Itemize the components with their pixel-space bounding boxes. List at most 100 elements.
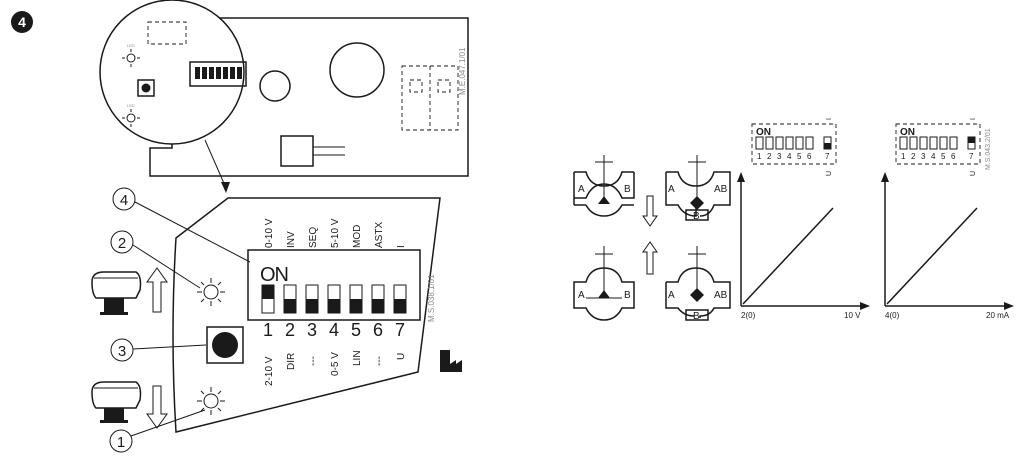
factory-icon <box>440 350 462 372</box>
valve-3way-bottom: A AB B <box>665 246 731 322</box>
svg-text:3: 3 <box>921 152 926 161</box>
top-label-1: 0-10 V <box>264 218 275 248</box>
valve-bottom-port-a: A <box>578 290 585 301</box>
dip-num-2: 2 <box>285 320 295 340</box>
panel-on-label: ON <box>260 264 288 286</box>
top-label-2: INV <box>286 231 297 248</box>
dip-mode-1-toggles <box>755 136 832 150</box>
dip-switch-7[interactable] <box>393 284 407 314</box>
valve-2way-bottom: A B <box>573 246 635 321</box>
valve-bottom-3-port-ab: AB <box>714 290 728 301</box>
led-top-icon <box>122 49 140 67</box>
panel-code: M.S.038.1/01 <box>427 274 436 322</box>
top-label-4: 5-10 V <box>330 218 341 248</box>
valve-3way-top: A AB B <box>665 155 731 222</box>
settings-panel: ON M.S.038.1/01 <box>172 197 441 433</box>
chart-voltage-x-end: 10 V <box>844 311 861 320</box>
chart-current-x-start: 4(0) <box>885 311 900 320</box>
valve-down-arrow-icon <box>642 195 658 227</box>
callout-2: 2 <box>110 230 201 289</box>
actuator-up-icon <box>91 271 142 315</box>
svg-text:3: 3 <box>777 152 782 161</box>
dip-switch-6[interactable] <box>371 284 385 314</box>
chart-current-line <box>886 207 978 305</box>
panel-dip-switch <box>261 284 407 314</box>
svg-text:4: 4 <box>120 192 128 209</box>
board-code: M.E.047.1/01 <box>458 47 467 95</box>
valve-top-3-port-b: B <box>693 211 700 222</box>
bottom-label-1: 2-10 V <box>264 356 275 386</box>
dip-mode-1-bottom-mark: U <box>826 171 833 176</box>
valve-top-3-port-ab: AB <box>714 184 728 195</box>
valve-top-port-a: A <box>578 184 585 195</box>
dip-num-7: 7 <box>395 320 405 340</box>
dip-mode-box-current: ON 1 2 3 4 5 6 7 I U <box>895 118 981 176</box>
chart-voltage: 2(0) 10 V <box>737 172 870 320</box>
chart-voltage-x-arrow <box>860 302 870 310</box>
valve-2way-top: A B <box>573 155 635 217</box>
dip-switch-1[interactable] <box>261 284 275 314</box>
svg-text:2: 2 <box>118 235 126 252</box>
chart-voltage-line <box>742 207 834 305</box>
panel-led-down-icon <box>197 387 225 415</box>
svg-text:4: 4 <box>931 152 936 161</box>
svg-text:1: 1 <box>901 152 906 161</box>
arrow-up-icon <box>146 267 168 313</box>
panel-led-up-icon <box>197 278 225 306</box>
top-label-3: SEQ <box>308 227 319 248</box>
callout-4: 4 <box>112 187 251 263</box>
dip-mode-1-on: ON <box>756 127 771 138</box>
mini-dip-toggles <box>195 67 242 79</box>
top-label-5: MOD <box>352 225 363 248</box>
step-badge-number: 4 <box>18 14 26 30</box>
dip-switch-numbers: 1 2 3 4 5 6 7 <box>263 320 405 340</box>
svg-text:1: 1 <box>117 434 125 451</box>
svg-text:4: 4 <box>787 152 792 161</box>
actuator-down-icon <box>91 381 142 423</box>
valve-top-3-port-a: A <box>668 184 675 195</box>
dip-mode-2-bottom-mark: U <box>970 171 977 176</box>
chart-current-x-arrow <box>1004 302 1014 310</box>
magnifier-circle: LED LED <box>99 0 247 145</box>
valve-top-port-b: B <box>624 184 631 195</box>
valve-bottom-port-b: B <box>624 290 631 301</box>
dip-num-6: 6 <box>373 320 383 340</box>
valve-bottom-3-port-b: B <box>693 311 700 322</box>
top-label-7: I <box>396 245 407 248</box>
chart-current: 4(0) 20 mA <box>881 172 1014 320</box>
bottom-label-5: LIN <box>352 350 363 366</box>
dip-top-labels: 0-10 V INV SEQ 5-10 V MOD ASTX I <box>264 218 407 248</box>
svg-text:7: 7 <box>825 152 830 161</box>
chart-voltage-x-start: 2(0) <box>741 311 756 320</box>
dip-switch-3[interactable] <box>305 284 319 314</box>
svg-text:2: 2 <box>767 152 772 161</box>
dip-mode-2-on: ON <box>900 127 915 138</box>
dip-num-5: 5 <box>351 320 361 340</box>
valve-up-arrow-icon <box>642 241 658 275</box>
dip-num-4: 4 <box>329 320 339 340</box>
callout-3: 3 <box>110 338 207 362</box>
led-bottom-label: LED <box>127 103 135 108</box>
dip-switch-4[interactable] <box>327 284 341 314</box>
panel-push-button[interactable] <box>206 326 244 364</box>
dip-mode-1-top-mark: I <box>826 118 833 120</box>
bottom-label-3: --- <box>308 356 319 366</box>
led-top-label: LED <box>127 43 135 48</box>
chart-current-x-end: 20 mA <box>986 311 1010 320</box>
chart-current-y-arrow <box>881 172 889 182</box>
arrow-down-icon <box>146 385 168 429</box>
callout-1: 1 <box>109 409 206 453</box>
dip-bottom-labels: 2-10 V DIR --- 0-5 V LIN --- U <box>264 350 407 386</box>
dip-switch-5[interactable] <box>349 284 363 314</box>
dip-mode-box-voltage: ON 1 2 3 4 5 6 7 I U <box>751 118 837 176</box>
bottom-label-2: DIR <box>286 353 297 370</box>
led-bottom-icon <box>122 109 140 127</box>
bottom-label-4: 0-5 V <box>330 352 341 376</box>
chart-voltage-y-arrow <box>737 172 745 182</box>
svg-text:5: 5 <box>797 152 802 161</box>
dip-mode-2-top-mark: I <box>970 118 977 120</box>
top-label-6: ASTX <box>374 222 385 248</box>
dip-switch-2[interactable] <box>283 284 297 314</box>
dip-num-3: 3 <box>307 320 317 340</box>
